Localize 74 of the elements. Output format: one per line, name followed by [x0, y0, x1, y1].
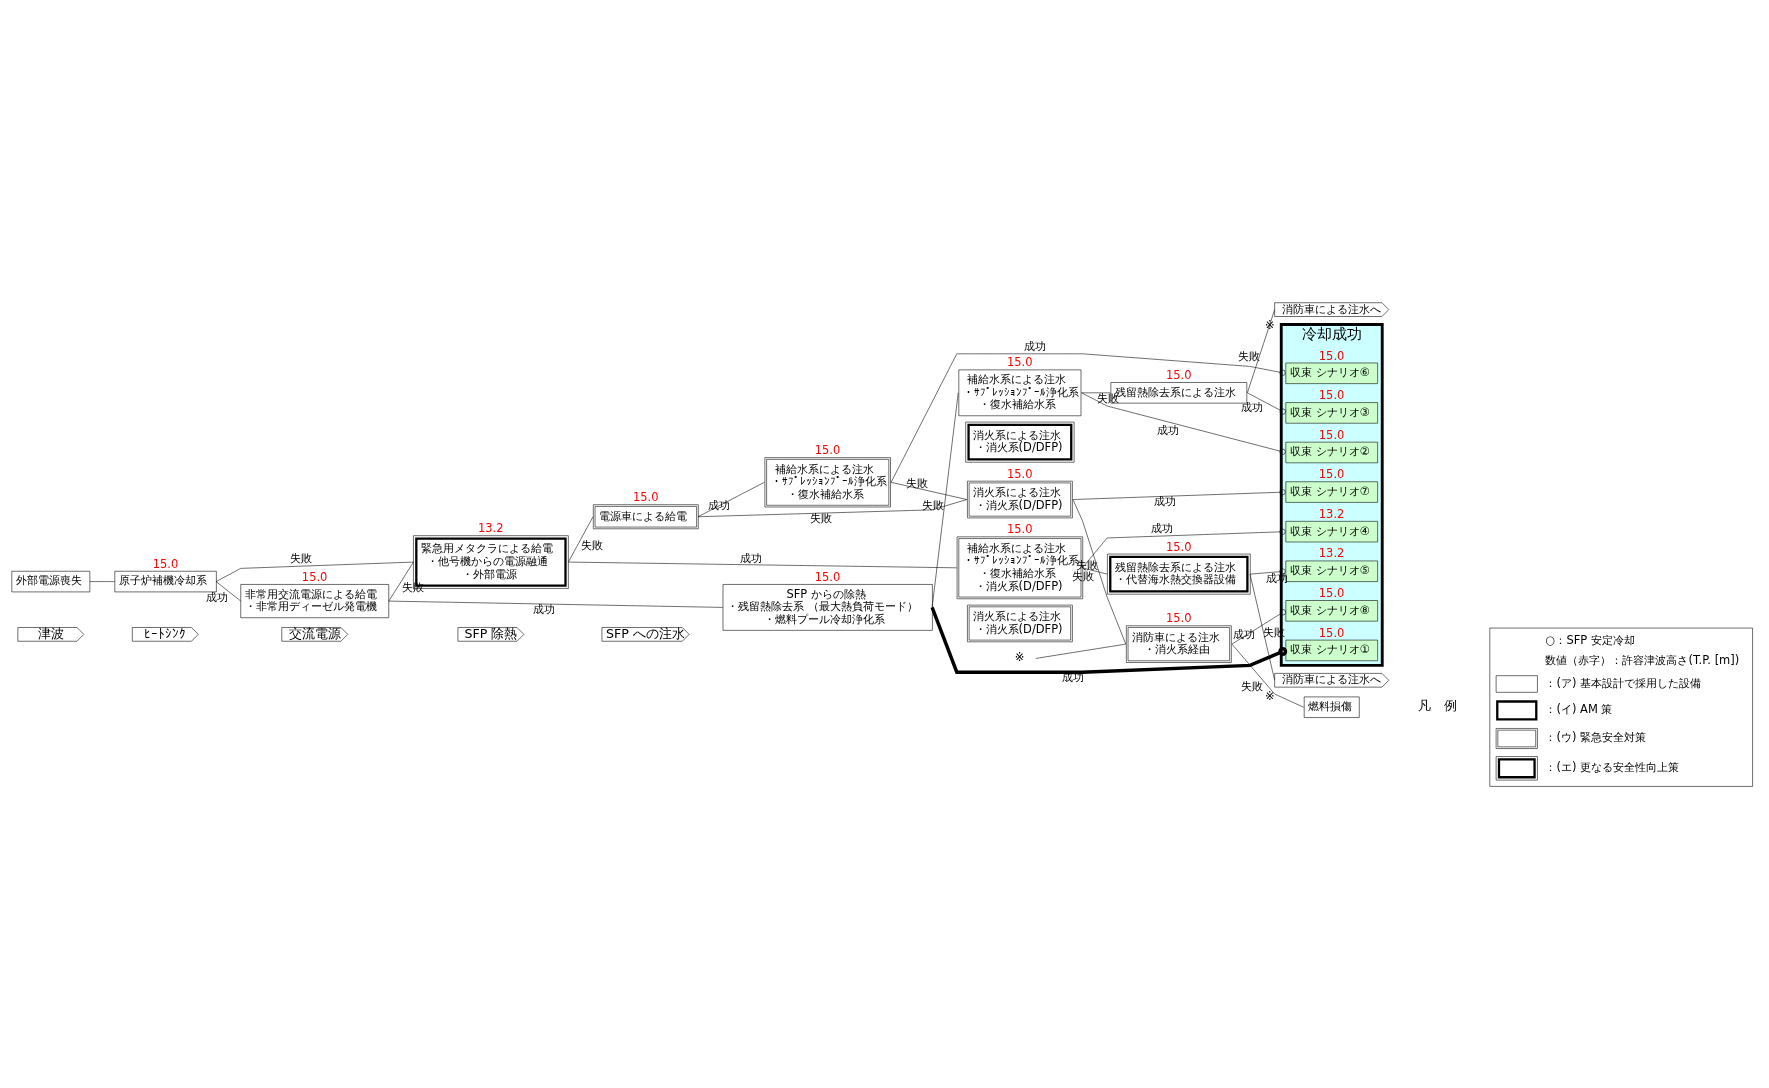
edge-label: 成功 — [532, 602, 555, 617]
connector — [890, 482, 968, 500]
connector — [1082, 528, 1286, 569]
node-label: 15.0 — [1165, 611, 1192, 626]
node-box: 原子炉補機冷却系 — [114, 570, 217, 593]
edge-label: 失敗 — [1238, 349, 1261, 364]
edge-label: 失敗 — [906, 476, 929, 491]
node-label: 15.0 — [1318, 467, 1345, 482]
connector — [697, 499, 968, 518]
node-label: 15.0 — [1318, 427, 1345, 442]
node-box: 燃料損傷 — [1303, 696, 1360, 718]
node-label: 15.0 — [814, 443, 841, 458]
node-box: 外部電源喪失 — [11, 570, 91, 593]
node-label: 13.2 — [1318, 546, 1345, 561]
edge-label: 失敗 — [922, 498, 945, 513]
legend-label: ：(エ) 更なる安全性向上策 — [1545, 760, 1680, 775]
connector — [930, 606, 1288, 674]
connector — [1072, 489, 1286, 500]
node-label: 15.0 — [1318, 388, 1345, 403]
edge-label: 成功 — [1233, 627, 1256, 642]
node-label: 15.0 — [301, 570, 328, 585]
node-label: 13.2 — [1318, 506, 1345, 521]
edge-label: 成功 — [1153, 494, 1176, 509]
node-box: 非常用交流電源による給電 ・非常用ディーゼル発電機 — [240, 584, 390, 618]
node-box: 補給水系による注水 ・ｻﾌﾟﾚｯｼｮﾝﾌﾟｰﾙ浄化系 ・復水補給水系 — [958, 369, 1082, 417]
edge-label: 成功 — [708, 497, 731, 512]
edge-label: 成功 — [1023, 339, 1046, 354]
node-label: 15.0 — [1318, 348, 1345, 363]
connector — [697, 482, 765, 518]
node-box: SFP からの除熱 ・残留熱除去系 （最大熱負荷モード） ・燃料プール冷却浄化系 — [722, 584, 933, 631]
legend-label: ：(ア) 基本設計で採用した設備 — [1545, 675, 1702, 690]
edge-label: 成功 — [739, 550, 762, 565]
edge-label: 成功 — [1151, 521, 1174, 536]
connector — [1072, 499, 1127, 645]
legend-label: 数値（赤字）：許容津波高さ(T.P. [m]) — [1545, 653, 1740, 668]
node-label: 15.0 — [814, 570, 841, 585]
connector — [1081, 392, 1286, 455]
node-label: 15.0 — [1165, 368, 1192, 383]
connector — [931, 392, 959, 608]
node-text: ※ — [1014, 650, 1025, 665]
node-label: ※ — [1264, 688, 1275, 703]
connector — [568, 516, 594, 563]
legend-label: ：(イ) AM 策 — [1545, 702, 1613, 717]
connector — [1231, 609, 1286, 645]
legend-label: ：(ウ) 緊急安全対策 — [1545, 730, 1647, 745]
legend-label: ○：SFP 安定冷却 — [1545, 632, 1635, 647]
edge-label: 失敗 — [290, 551, 313, 566]
edge-label: 成功 — [1156, 423, 1179, 438]
node-label: 15.0 — [152, 556, 179, 571]
label: 凡 例 — [1418, 698, 1458, 714]
connector — [388, 561, 414, 602]
node-label: 15.0 — [1007, 522, 1033, 537]
node-label: 15.0 — [632, 490, 659, 505]
connector — [568, 561, 958, 569]
edge-label: 成功 — [1241, 399, 1264, 414]
edge-label: 失敗 — [581, 537, 604, 552]
edge-label: 失敗 — [810, 510, 833, 525]
connector — [1249, 573, 1275, 681]
node-label: 15.0 — [1007, 466, 1033, 481]
node-label: 15.0 — [1165, 539, 1192, 554]
connector — [215, 581, 242, 602]
node-label: 15.0 — [1318, 586, 1345, 601]
edge-label: 失敗 — [1240, 679, 1263, 694]
connector — [1082, 567, 1108, 575]
node-label: 13.2 — [478, 521, 504, 536]
node-label: 15.0 — [1318, 625, 1345, 640]
connector — [1247, 392, 1286, 415]
connector — [215, 561, 414, 582]
node-label: ※ — [1264, 318, 1275, 333]
connector — [1247, 309, 1275, 394]
connector — [1249, 568, 1286, 575]
node-label: 15.0 — [1007, 355, 1033, 370]
connector — [890, 353, 1286, 483]
connector — [1231, 643, 1304, 708]
